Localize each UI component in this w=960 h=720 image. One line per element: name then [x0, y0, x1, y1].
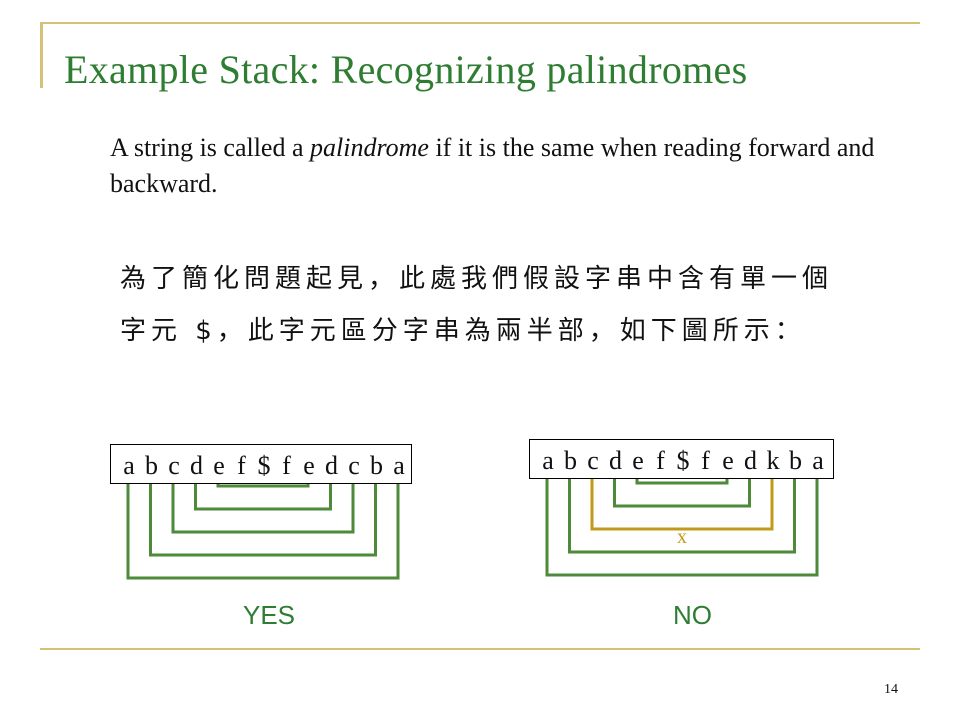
no-char-9: d	[744, 446, 757, 475]
yes-char-11: b	[370, 451, 383, 480]
yes-char-4: e	[213, 451, 225, 480]
yes-char-0: a	[123, 451, 135, 480]
yes-char-6: $	[257, 451, 271, 480]
no-char-1: b	[564, 446, 577, 475]
no-bracket-4	[635, 479, 729, 485]
yes-bracket-1	[149, 484, 377, 557]
no-bracket-1	[568, 479, 796, 554]
no-char-6: $	[676, 446, 690, 475]
yes-char-5: f	[237, 451, 246, 480]
yes-label: YES	[243, 600, 296, 630]
no-char-2: c	[587, 446, 599, 475]
mismatch-mark: x	[677, 526, 687, 548]
no-bracket-2	[590, 479, 774, 531]
no-char-12: a	[812, 446, 824, 475]
intro-paragraph: A string is called a palindrome if it is…	[110, 130, 900, 202]
intro-text-before: A string is called a	[110, 133, 311, 162]
chinese-note-line-2: 字元 $，此字元區分字串為兩半部，如下圖所示：	[120, 316, 806, 346]
corner-accent-line	[40, 22, 43, 88]
palindrome-term: palindrome	[310, 133, 429, 162]
top-rule	[40, 22, 920, 24]
no-label: NO	[673, 600, 712, 630]
yes-bracket-3	[194, 484, 332, 511]
bottom-rule	[40, 648, 920, 650]
yes-bracket-2	[171, 484, 355, 534]
yes-bracket-4	[216, 484, 310, 488]
chinese-note-line-1: 為了簡化問題起見，此處我們假設字串中含有單一個	[120, 264, 834, 294]
yes-char-7: f	[282, 451, 291, 480]
no-char-8: e	[722, 446, 734, 475]
yes-char-8: e	[303, 451, 315, 480]
no-char-10: k	[766, 446, 780, 475]
yes-char-2: c	[168, 451, 180, 480]
yes-bracket-0	[126, 484, 400, 580]
yes-char-12: a	[393, 451, 405, 480]
no-char-3: d	[609, 446, 622, 475]
yes-char-10: c	[348, 451, 360, 480]
yes-char-3: d	[190, 451, 203, 480]
no-bracket-0	[545, 479, 819, 577]
no-bracket-3	[613, 479, 751, 508]
slide-title: Example Stack: Recognizing palindromes	[64, 47, 748, 92]
intro-text-after: if it is the same when reading forward a…	[110, 133, 875, 198]
yes-char-1: b	[145, 451, 158, 480]
page-number: 14	[884, 682, 898, 697]
no-char-5: f	[656, 446, 665, 475]
no-char-7: f	[701, 446, 710, 475]
no-char-4: e	[632, 446, 644, 475]
no-char-11: b	[789, 446, 802, 475]
no-char-0: a	[542, 446, 554, 475]
yes-char-9: d	[325, 451, 338, 480]
